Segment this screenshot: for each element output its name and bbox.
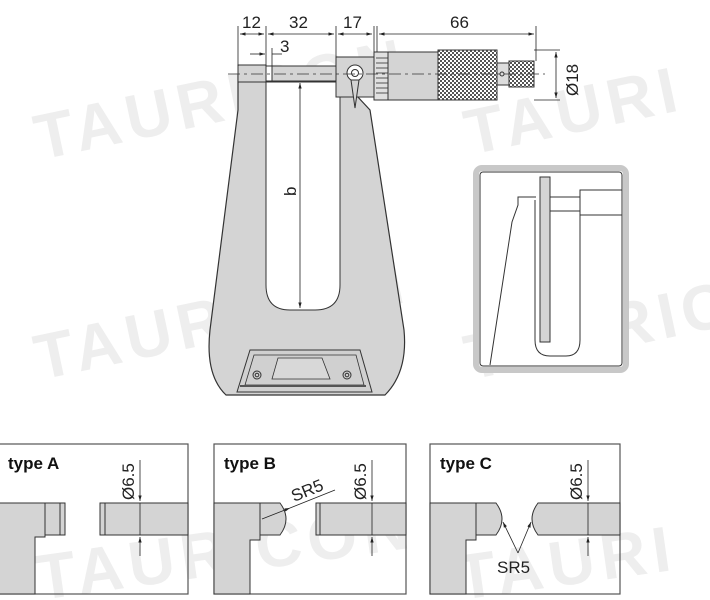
spindle-assembly [228, 49, 545, 109]
type-a-panel [0, 443, 189, 595]
detail-inset [473, 165, 629, 373]
type-c-label: type C [440, 454, 492, 473]
type-b-panel [213, 443, 407, 595]
dimension-lines [237, 26, 560, 308]
type-a-diameter: Ø6.5 [119, 463, 138, 500]
type-c-diameter: Ø6.5 [567, 463, 586, 500]
type-b-label: type B [224, 454, 276, 473]
type-c-radius: SR5 [497, 558, 530, 577]
dimension-b: b [281, 187, 300, 196]
dimension-66: 66 [450, 13, 469, 32]
micrometer-frame [208, 74, 406, 396]
dimension-32: 32 [289, 13, 308, 32]
type-c-panel [429, 443, 621, 595]
type-a-label: type A [8, 454, 59, 473]
dimension-diameter-18: Ø18 [563, 64, 582, 96]
dimension-3: 3 [280, 37, 289, 56]
dimension-17: 17 [343, 13, 362, 32]
type-b-diameter: Ø6.5 [351, 463, 370, 500]
dimension-12: 12 [242, 13, 261, 32]
